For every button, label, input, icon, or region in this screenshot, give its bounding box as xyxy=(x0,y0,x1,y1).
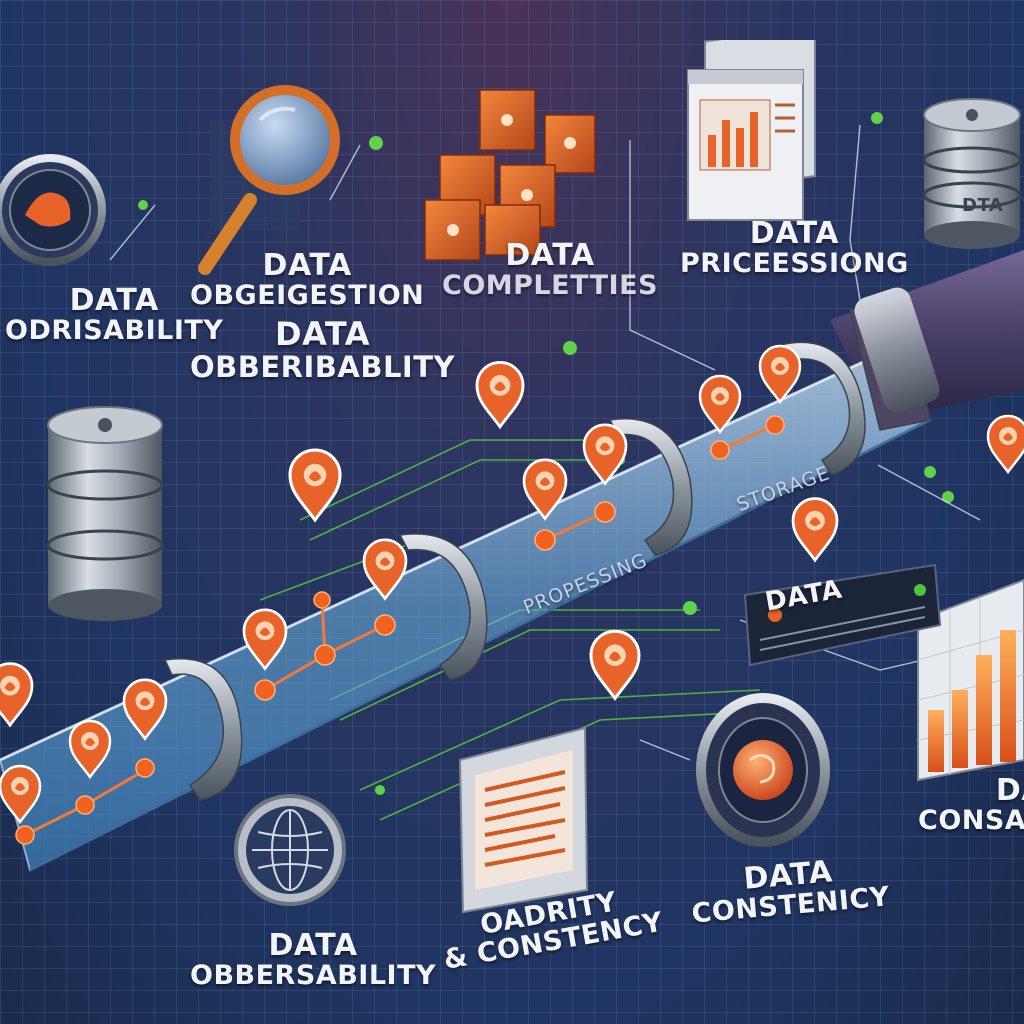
location-pin-icon xyxy=(589,629,641,701)
data-pipeline xyxy=(0,250,1024,872)
label-data-consistency-right: DATA CONSATEN xyxy=(918,773,1024,836)
location-pin-icon xyxy=(122,678,168,741)
location-pin-icon xyxy=(362,538,408,601)
database-icon xyxy=(46,406,164,621)
label-data-completeness: DATA COMPLETTIES xyxy=(442,238,658,301)
location-pin-icon xyxy=(698,374,742,435)
label-data-observability-top: DATA ODRISABILITY xyxy=(5,283,224,346)
bar-chart-icon xyxy=(458,726,589,914)
label-database-dta: DTA xyxy=(962,195,1004,216)
location-pin-icon xyxy=(288,448,342,523)
data-panel xyxy=(743,563,942,667)
location-pin-icon xyxy=(582,423,628,486)
browser-chart-icon xyxy=(687,40,816,221)
cubes-icon xyxy=(424,89,596,261)
globe-icon xyxy=(234,794,346,906)
location-pin-icon xyxy=(0,764,42,825)
gauge-icon xyxy=(0,154,106,266)
location-pin-icon xyxy=(986,414,1024,475)
database-icon xyxy=(922,98,1022,249)
bar-chart-icon xyxy=(917,578,1024,782)
node-dots xyxy=(15,415,785,845)
magnifier-icon xyxy=(198,85,340,275)
label-data-observability-bottom: DATA OBBERSABILITY xyxy=(190,928,437,991)
location-pin-icon xyxy=(791,497,839,563)
location-pin-icon xyxy=(475,361,525,430)
gauge-icon xyxy=(696,693,830,847)
location-pin-icon xyxy=(522,458,568,521)
label-data-processing: DATA PRICEESSIONG xyxy=(680,216,909,279)
label-data-observation: DATA OBGEIGESTION xyxy=(190,248,425,311)
location-pin-icon xyxy=(0,662,34,728)
location-pin-icon xyxy=(758,344,802,405)
location-pin-icon xyxy=(68,719,112,780)
label-data-observability-mid: DATA OBBERIBABLITY xyxy=(190,315,455,384)
location-pin-icon xyxy=(242,608,288,671)
